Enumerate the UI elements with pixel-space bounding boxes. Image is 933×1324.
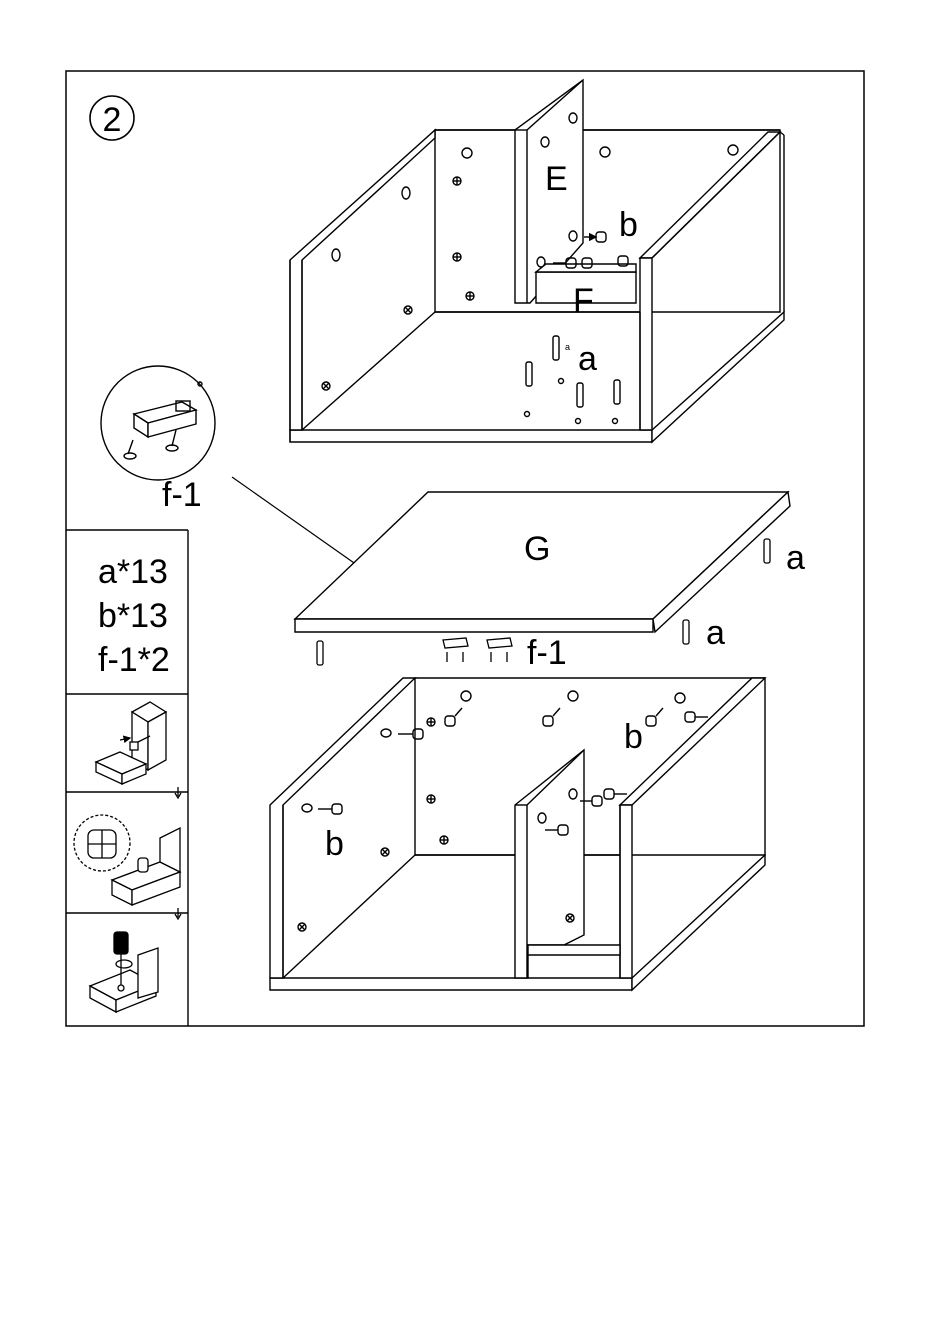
fastener-label-b-left: b (325, 825, 344, 863)
inventory-item-a: a*13 (98, 553, 168, 591)
cam-lock-turn-icon (74, 815, 181, 919)
f1-detail-bubble (101, 366, 215, 480)
top-cabinet (290, 80, 784, 442)
step-number: 2 (103, 101, 122, 139)
inventory-item-f1: f-1*2 (98, 641, 170, 679)
fastener-label-f1-mid: f-1 (527, 634, 567, 672)
part-label-f: F (573, 282, 594, 320)
fastener-label-a-top: a (578, 340, 597, 378)
cam-bolt-insert-icon (96, 702, 181, 798)
fastener-label-b-right: b (624, 718, 643, 756)
fastener-label-a-right: a (786, 539, 805, 577)
fastener-label-a-tiny: a (565, 342, 570, 352)
step-badge: 2 (90, 96, 134, 140)
inventory-item-b: b*13 (98, 597, 168, 635)
f1-bubble-label: f-1 (162, 476, 202, 514)
fastener-label-b-top: b (619, 206, 638, 244)
part-label-g: G (524, 530, 550, 568)
fastener-label-a-mid: a (706, 614, 725, 652)
part-label-e: E (545, 160, 568, 198)
bottom-cabinet (270, 678, 765, 990)
screwdriver-tighten-icon (90, 932, 158, 1012)
